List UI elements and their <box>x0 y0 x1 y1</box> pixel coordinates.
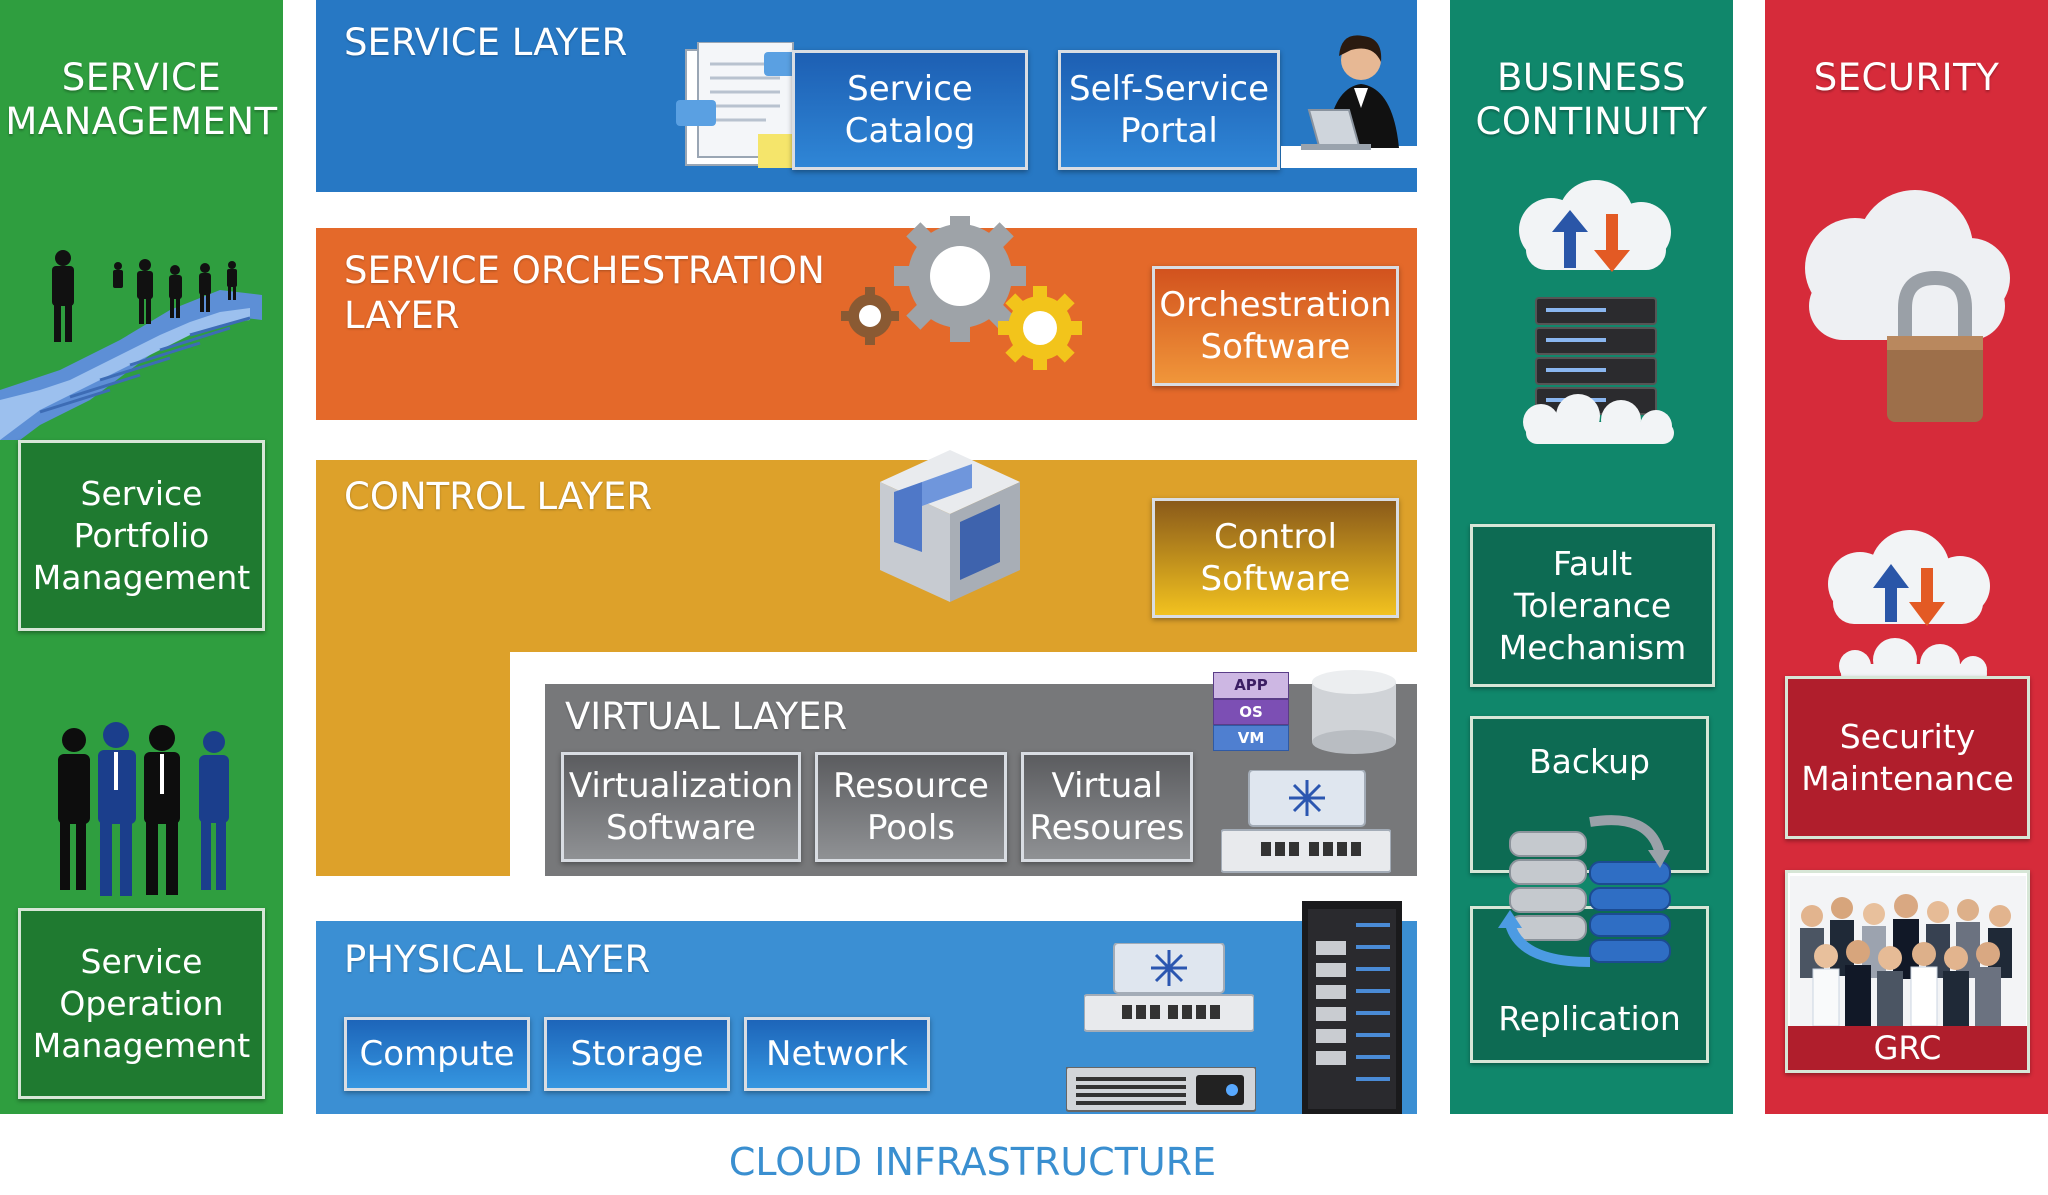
service-management-title: SERVICE MANAGEMENT <box>5 56 278 143</box>
service-orchestration-layer: SERVICE ORCHESTRATION LAYER Orchestratio… <box>316 216 1417 420</box>
diagram-caption: CLOUD INFRASTRUCTURE <box>728 1140 1217 1184</box>
person-laptop-icon <box>1281 35 1417 168</box>
self-service-portal-box: Self-Service Portal <box>1058 50 1280 170</box>
team-photo-icon <box>1789 876 2026 1026</box>
virtual-resources-box: Virtual Resoures <box>1021 752 1193 862</box>
compute-box: Compute <box>344 1017 530 1091</box>
business-continuity-title: BUSINESS CONTINUITY <box>1475 56 1708 143</box>
database-sync-icon <box>1498 815 1671 967</box>
physical-layer-title: PHYSICAL LAYER <box>344 938 651 981</box>
service-management-column: SERVICE MANAGEMENT Service Portfolio Man… <box>0 0 283 1114</box>
cloud-lock-icon <box>1805 190 2010 422</box>
replication-box: Replication <box>1470 906 1709 1063</box>
network-box: Network <box>744 1017 930 1091</box>
security-column: SECURITY Security Maintenance <box>1765 0 2048 1114</box>
business-continuity-column: BUSINESS CONTINUITY Fault Tolerance Mech… <box>1450 0 1733 1114</box>
database-icon <box>1312 670 1396 754</box>
service-operation-management-box: Service Operation Management <box>18 908 265 1099</box>
grc-box: GRC <box>1785 870 2030 1073</box>
control-software-box: Control Software <box>1152 498 1399 618</box>
service-portfolio-management-box: Service Portfolio Management <box>18 440 265 631</box>
service-catalog-box: Service Catalog <box>792 50 1028 170</box>
virtual-layer: VIRTUAL LAYER Virtualization Software Re… <box>545 670 1417 876</box>
control-layer-leg <box>316 652 510 876</box>
os-tier: OS <box>1213 699 1289 725</box>
control-layer: CONTROL LAYER Control Software <box>316 450 1417 652</box>
app-tier: APP <box>1213 672 1289 699</box>
staircase-people-icon <box>0 250 262 440</box>
security-maintenance-box: Security Maintenance <box>1785 676 2030 839</box>
physical-layer: PHYSICAL LAYER Compute Storage Network <box>316 901 1417 1114</box>
resource-pools-box: Resource Pools <box>815 752 1007 862</box>
fault-tolerance-mechanism-box: Fault Tolerance Mechanism <box>1470 524 1715 687</box>
server-unit-icon <box>1066 1067 1256 1112</box>
grc-label: GRC <box>1788 1026 2027 1070</box>
cloud-sync-icon <box>1828 530 1990 684</box>
storage-box: Storage <box>544 1017 730 1091</box>
virtualization-software-box: Virtualization Software <box>561 752 801 862</box>
service-layer-title: SERVICE LAYER <box>344 21 628 64</box>
documents-icon <box>676 42 804 168</box>
orchestration-software-box: Orchestration Software <box>1152 266 1399 386</box>
switch-icon <box>1221 770 1391 873</box>
gears-icon <box>841 216 1082 370</box>
service-layer: SERVICE LAYER Service Catalog Self-Servi… <box>316 0 1417 192</box>
cube-icon <box>880 450 1020 602</box>
orchestration-layer-title: SERVICE ORCHESTRATION LAYER <box>344 249 825 337</box>
server-rack-icon <box>1302 901 1402 1114</box>
control-layer-title: CONTROL LAYER <box>344 475 653 518</box>
cloud-server-icon <box>1519 180 1674 444</box>
business-people-icon <box>58 722 229 896</box>
security-title: SECURITY <box>1813 56 2000 99</box>
vm-tier: VM <box>1213 725 1289 751</box>
vm-stack-icon: APP OS VM <box>1213 672 1289 751</box>
switch-icon <box>1084 943 1254 1032</box>
virtual-layer-title: VIRTUAL LAYER <box>565 695 848 738</box>
